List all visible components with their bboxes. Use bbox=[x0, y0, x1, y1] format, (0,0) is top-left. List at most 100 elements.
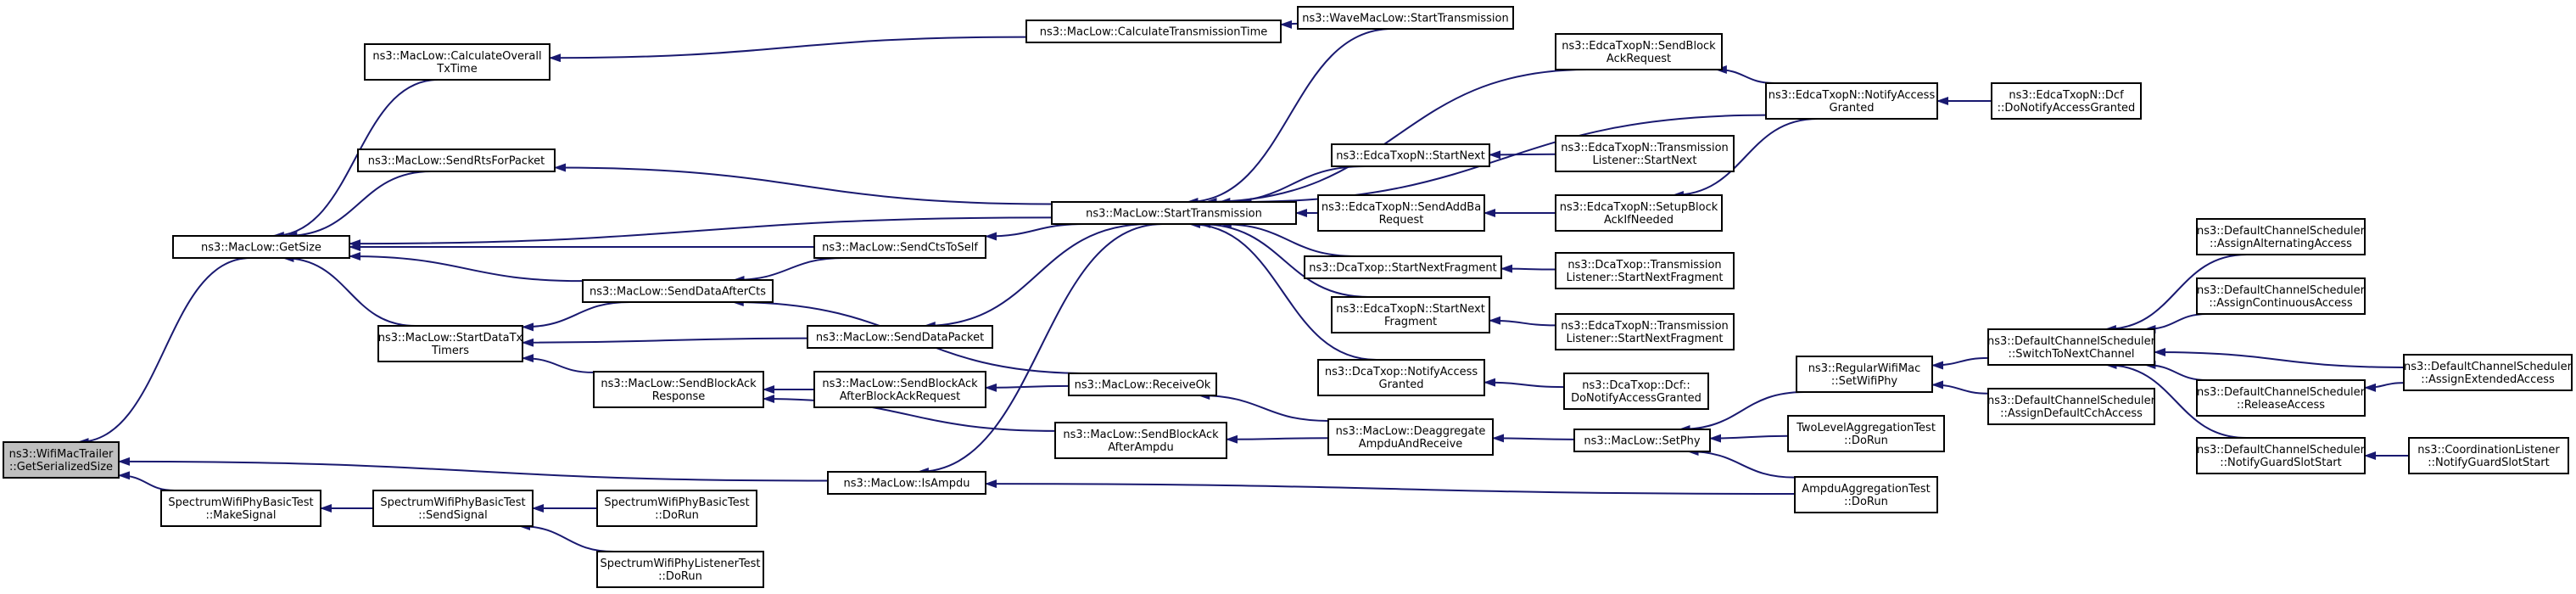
graph-node-edcastartnextfrag[interactable]: ns3::EdcaTxopN::StartNextFragment bbox=[1331, 296, 1490, 333]
node-box[interactable] bbox=[372, 490, 534, 527]
graph-node-twolevel[interactable]: TwoLevelAggregationTest::DoRun bbox=[1787, 415, 1945, 452]
node-box[interactable] bbox=[1555, 33, 1723, 70]
graph-node-senddataaftercts[interactable]: ns3::MacLow::SendDataAfterCts bbox=[582, 279, 774, 303]
node-box[interactable] bbox=[813, 371, 986, 408]
graph-node-assignalternating[interactable]: ns3::DefaultChannelScheduler::AssignAlte… bbox=[2196, 218, 2366, 255]
node-box[interactable] bbox=[813, 235, 986, 259]
graph-node-edcanotifyaccess[interactable]: ns3::EdcaTxopN::NotifyAccessGranted bbox=[1765, 82, 1938, 120]
node-label-line: Granted bbox=[1379, 378, 1424, 391]
node-box[interactable] bbox=[827, 471, 986, 495]
node-box[interactable] bbox=[172, 235, 350, 259]
node-box[interactable] bbox=[1555, 135, 1735, 172]
node-box[interactable] bbox=[1317, 194, 1485, 232]
graph-node-wifimactrailer[interactable]: ns3::WifiMacTrailer::GetSerializedSize bbox=[3, 441, 120, 479]
graph-node-wavestart[interactable]: ns3::WaveMacLow::StartTransmission bbox=[1297, 6, 1514, 30]
graph-node-senddatapacket[interactable]: ns3::MacLow::SendDataPacket bbox=[807, 325, 993, 349]
node-box[interactable] bbox=[1563, 373, 1709, 410]
graph-node-calctxtime[interactable]: ns3::MacLow::CalculateTransmissionTime bbox=[1025, 20, 1282, 43]
node-box[interactable] bbox=[1987, 328, 2155, 366]
node-box[interactable] bbox=[2196, 277, 2366, 315]
graph-node-isampdu[interactable]: ns3::MacLow::IsAmpdu bbox=[827, 471, 986, 495]
graph-node-edcadcfdonotify[interactable]: ns3::EdcaTxopN::Dcf::DoNotifyAccessGrant… bbox=[1991, 82, 2142, 120]
graph-node-regularsetwifiphy[interactable]: ns3::RegularWifiMac::SetWifiPhy bbox=[1796, 356, 1933, 393]
node-box[interactable] bbox=[160, 490, 321, 527]
node-box[interactable] bbox=[1304, 255, 1502, 279]
node-label-line: AfterBlockAckRequest bbox=[840, 390, 961, 403]
node-box[interactable] bbox=[1573, 429, 1711, 452]
node-box[interactable] bbox=[593, 371, 764, 408]
graph-node-getsize[interactable]: ns3::MacLow::GetSize bbox=[172, 235, 350, 259]
graph-node-assignextended[interactable]: ns3::DefaultChannelScheduler::AssignExte… bbox=[2403, 354, 2573, 391]
node-box[interactable] bbox=[1987, 388, 2155, 425]
graph-node-receiveok[interactable]: ns3::MacLow::ReceiveOk bbox=[1068, 373, 1217, 396]
graph-node-translistener_startnext[interactable]: ns3::EdcaTxopN::TransmissionListener::St… bbox=[1555, 135, 1735, 172]
node-box[interactable] bbox=[1297, 6, 1514, 30]
node-box[interactable] bbox=[357, 148, 556, 172]
node-box[interactable] bbox=[1025, 20, 1282, 43]
graph-node-sendrts[interactable]: ns3::MacLow::SendRtsForPacket bbox=[357, 148, 556, 172]
graph-node-coordlistener[interactable]: ns3::CoordinationListener::NotifyGuardSl… bbox=[2408, 437, 2569, 474]
node-box[interactable] bbox=[1054, 422, 1227, 459]
node-box[interactable] bbox=[1327, 418, 1494, 456]
node-box[interactable] bbox=[1068, 373, 1217, 396]
node-box[interactable] bbox=[1331, 296, 1490, 333]
graph-node-dcastartnextfrag[interactable]: ns3::DcaTxop::StartNextFragment bbox=[1304, 255, 1502, 279]
graph-node-listenerdorun[interactable]: SpectrumWifiPhyListenerTest::DoRun bbox=[596, 551, 764, 588]
node-box[interactable] bbox=[1555, 252, 1735, 289]
graph-node-edcastartnext[interactable]: ns3::EdcaTxopN::StartNext bbox=[1331, 143, 1490, 167]
node-box[interactable] bbox=[2196, 218, 2366, 255]
graph-node-notifyguardslot[interactable]: ns3::DefaultChannelScheduler::NotifyGuar… bbox=[2196, 437, 2366, 474]
node-box[interactable] bbox=[2196, 437, 2366, 474]
node-box[interactable] bbox=[596, 490, 757, 527]
node-box[interactable] bbox=[364, 43, 550, 81]
graph-node-assigncontinuous[interactable]: ns3::DefaultChannelScheduler::AssignCont… bbox=[2196, 277, 2366, 315]
node-box[interactable] bbox=[2196, 379, 2366, 417]
node-box[interactable] bbox=[807, 325, 993, 349]
node-box[interactable] bbox=[2403, 354, 2573, 391]
node-label-line: ns3::CoordinationListener bbox=[2417, 444, 2560, 457]
node-box[interactable] bbox=[1787, 415, 1945, 452]
node-label-line: SpectrumWifiPhyBasicTest bbox=[168, 496, 313, 509]
graph-node-basicdorun[interactable]: SpectrumWifiPhyBasicTest::DoRun bbox=[596, 490, 757, 527]
graph-node-sendsignal[interactable]: SpectrumWifiPhyBasicTest::SendSignal bbox=[372, 490, 534, 527]
node-label-line: ns3::DcaTxop::NotifyAccess bbox=[1325, 366, 1478, 378]
node-box[interactable] bbox=[3, 441, 120, 479]
graph-node-sendctstoself[interactable]: ns3::MacLow::SendCtsToSelf bbox=[813, 235, 986, 259]
graph-node-ampduagg[interactable]: AmpduAggregationTest::DoRun bbox=[1794, 476, 1938, 513]
node-box[interactable] bbox=[1555, 313, 1735, 350]
node-box[interactable] bbox=[1794, 476, 1938, 513]
graph-node-switchtonext[interactable]: ns3::DefaultChannelScheduler::SwitchToNe… bbox=[1987, 328, 2156, 366]
node-box[interactable] bbox=[377, 325, 523, 362]
node-box[interactable] bbox=[1331, 143, 1490, 167]
node-box[interactable] bbox=[1765, 82, 1938, 120]
node-box[interactable] bbox=[1051, 201, 1297, 225]
graph-node-setphy[interactable]: ns3::MacLow::SetPhy bbox=[1573, 429, 1711, 452]
graph-node-dcfdonotify[interactable]: ns3::DcaTxop::Dcf::DoNotifyAccessGranted bbox=[1563, 373, 1709, 410]
graph-node-releaseaccess[interactable]: ns3::DefaultChannelScheduler::ReleaseAcc… bbox=[2196, 379, 2366, 417]
node-box[interactable] bbox=[1796, 356, 1933, 393]
node-box[interactable] bbox=[596, 551, 764, 588]
graph-node-edcatranslistener_snf[interactable]: ns3::EdcaTxopN::TransmissionListener::St… bbox=[1555, 313, 1735, 350]
graph-node-assigndefaultcch[interactable]: ns3::DefaultChannelScheduler::AssignDefa… bbox=[1987, 388, 2156, 425]
graph-node-dcatranslistener_snf[interactable]: ns3::DcaTxop::TransmissionListener::Star… bbox=[1555, 252, 1735, 289]
node-label-line: AckIfNeeded bbox=[1604, 214, 1674, 227]
node-box[interactable] bbox=[1991, 82, 2142, 120]
graph-node-dcanotifyaccess[interactable]: ns3::DcaTxop::NotifyAccessGranted bbox=[1317, 359, 1485, 396]
node-label-line: Granted bbox=[1830, 102, 1875, 115]
node-box[interactable] bbox=[582, 279, 774, 303]
graph-node-starttransmission[interactable]: ns3::MacLow::StartTransmission bbox=[1051, 201, 1297, 225]
graph-node-sendbaafterbar[interactable]: ns3::MacLow::SendBlockAckAfterBlockAckRe… bbox=[813, 371, 986, 408]
node-box[interactable] bbox=[2408, 437, 2569, 474]
node-box[interactable] bbox=[1317, 359, 1485, 396]
graph-node-makesignal[interactable]: SpectrumWifiPhyBasicTest::MakeSignal bbox=[160, 490, 321, 527]
edge-wavestart-to-starttransmission bbox=[1186, 28, 1393, 206]
node-box[interactable] bbox=[1555, 194, 1723, 232]
